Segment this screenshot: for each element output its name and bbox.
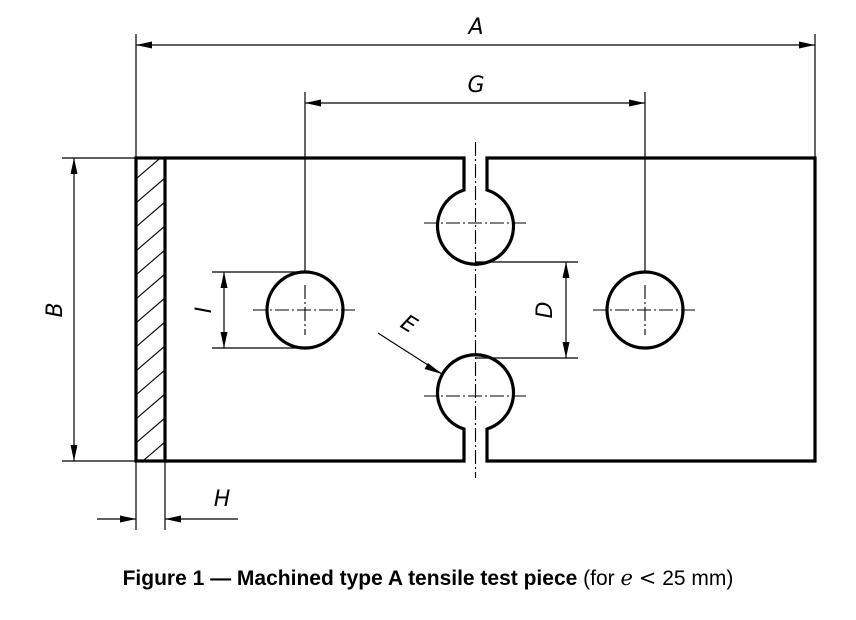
- hatch-line: [141, 441, 165, 461]
- caption-variable: e: [620, 566, 633, 590]
- label-e: E: [396, 310, 421, 339]
- technical-drawing: A G B I D E H: [43, 15, 817, 530]
- label-h: H: [214, 487, 231, 512]
- label-d: D: [533, 302, 558, 319]
- label-g: G: [467, 73, 484, 98]
- dimension-d: D: [533, 262, 570, 358]
- label-i: I: [192, 307, 217, 314]
- label-a: A: [466, 15, 483, 40]
- caption-title: Figure 1 — Machined type A tensile test …: [122, 567, 578, 590]
- caption-close: 25 mm): [662, 567, 734, 590]
- caption-open: (for: [583, 567, 621, 590]
- dimension-i: I: [192, 272, 228, 348]
- dimension-e: E: [377, 310, 443, 375]
- dimension-g: G: [305, 73, 645, 107]
- center-lines: [253, 142, 697, 478]
- caption-operator: <: [638, 566, 657, 590]
- specimen-outline: [165, 156, 817, 463]
- dimension-b: B: [43, 158, 78, 461]
- dimension-a: A: [136, 15, 815, 49]
- extension-lines: [62, 34, 816, 530]
- figure-caption: Figure 1 — Machined type A tensile test …: [0, 566, 856, 591]
- dimension-h: H: [97, 487, 238, 523]
- label-b: B: [43, 302, 68, 317]
